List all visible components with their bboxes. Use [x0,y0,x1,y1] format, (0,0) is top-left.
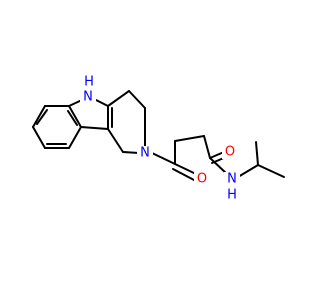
chemical-structure-diagram: H N N O O N H [32,75,285,203]
benzene-bond-6 [32,126,46,149]
amide-nitrogen-label: N [227,172,237,187]
ketone-double-bond-2 [172,168,195,181]
amide-oxygen-label: O [225,145,235,160]
bond-layer [32,90,285,181]
amide-o-label-background [222,145,238,159]
indole-n-label-background [80,90,96,104]
indole-nh-hydrogen-label: H [84,75,94,90]
ketone-oxygen-label: O [197,172,207,187]
atom-label-layer: H N N O O N H [80,75,240,203]
benzene-bond-4 [68,126,82,149]
pyrrole-bond-c3-c3a [80,126,109,130]
chain-bond-n-carbonyl [151,152,176,165]
chain-bond-ch2a-ch2b [174,135,205,142]
amide-n-label-background [224,172,240,186]
chain-bond-ch2b-amide [203,135,211,159]
ring-nitrogen-label: N [140,146,150,161]
benzene-double-bond-a [36,109,48,125]
amide-double-bond-1 [209,151,225,159]
amide-bond-c-n [209,157,228,175]
ring-n-label-background [137,146,153,160]
pyrrole-bond-n-c7a [68,99,83,107]
ring-bond-ch2a-ch2b [128,90,146,109]
isopropyl-bond-ch-me2 [255,141,259,166]
ketone-double-bond-1 [174,163,197,175]
ring-bond-n-ch2c [122,151,140,154]
indole-nitrogen-label: N [83,90,93,105]
pyrrole-bond-n-c2 [95,99,109,107]
amide-nh-label-background [224,188,240,202]
amide-nh-hydrogen-label: H [227,188,237,203]
ketone-o-label-background [194,172,210,186]
ring-bond-c2-ch2a [107,90,130,107]
ring-bond-ch2c-c3 [107,128,124,153]
indole-nh-label-background [81,75,97,89]
benzene-double-bond-b [67,110,78,126]
benzene-bond-3 [68,105,82,128]
benzene-bond-1 [32,105,46,128]
isopropyl-bond-n-ch [237,164,259,178]
isopropyl-bond-ch-me1 [257,164,285,178]
